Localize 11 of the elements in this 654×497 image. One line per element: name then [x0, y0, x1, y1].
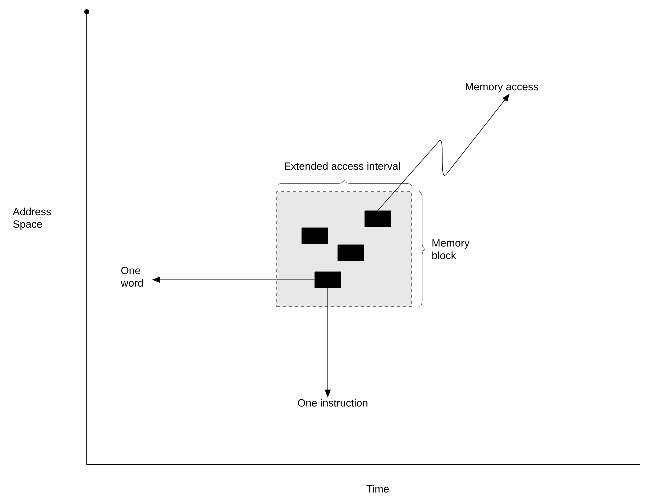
brace-label: Extended access interval	[285, 162, 400, 170]
axis-label: Address Space	[13, 208, 52, 230]
data-block	[338, 244, 364, 262]
text-label: One word	[121, 267, 144, 287]
data-block	[364, 210, 392, 228]
data-block	[314, 272, 342, 288]
brace-label: Memory block	[432, 240, 470, 260]
text-label: One instruction	[298, 399, 368, 407]
data-block	[302, 228, 328, 244]
axis-label: Time	[366, 485, 389, 493]
text-label: Memory access	[466, 83, 538, 93]
